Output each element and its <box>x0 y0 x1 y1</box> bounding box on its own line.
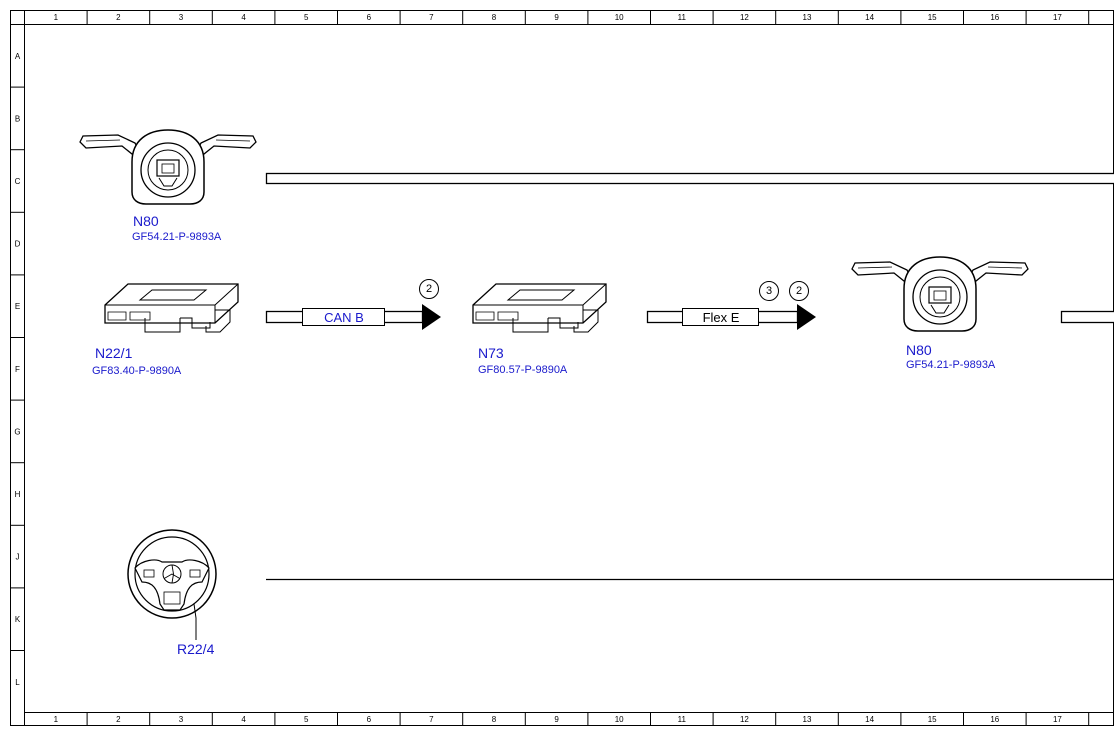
grid-column-label: 10 <box>615 715 624 724</box>
grid-column-label: 3 <box>179 13 184 22</box>
can-b-arrow-head <box>422 304 441 330</box>
grid-ticks <box>10 10 1090 726</box>
grid-column-label: 9 <box>554 13 559 22</box>
grid-row-label: K <box>15 615 21 624</box>
grid-column-label: 14 <box>865 13 874 22</box>
grid-column-label: 17 <box>1053 13 1062 22</box>
can-b-marker: 2 <box>419 279 439 299</box>
grid-row-label: L <box>15 678 20 687</box>
grid-column-label: 1 <box>54 715 59 724</box>
grid-column-label: 6 <box>367 13 372 22</box>
n80-mid-ref: GF54.21-P-9893A <box>906 359 996 371</box>
r22-4-name: R22/4 <box>177 641 215 657</box>
flex-e-marker-2: 2 <box>789 281 809 301</box>
can-b-label: CAN B <box>324 310 364 325</box>
grid-column-label: 7 <box>429 13 434 22</box>
grid-column-label: 5 <box>304 13 309 22</box>
grid-row-label: C <box>15 177 21 186</box>
bus-line-row-c <box>265 172 1114 185</box>
grid-column-label: 2 <box>116 715 121 724</box>
flex-e-label: Flex E <box>702 310 740 325</box>
grid-column-label: 11 <box>678 715 687 724</box>
grid-labels: 1122334455667788991010111112121313141415… <box>14 13 1062 724</box>
grid-column-label: 17 <box>1053 715 1062 724</box>
grid-column-label: 12 <box>740 13 749 22</box>
control-unit-icon <box>472 283 607 333</box>
grid-column-label: 13 <box>803 715 812 724</box>
grid-row-label: B <box>15 114 20 123</box>
grid-column-label: 8 <box>492 13 497 22</box>
control-unit-icon <box>104 283 239 333</box>
steering-column-module-icon <box>79 129 257 205</box>
grid-column-label: 7 <box>429 715 434 724</box>
grid-row-label: E <box>15 302 20 311</box>
flex-e-arrow-head <box>797 304 816 330</box>
grid-column-label: 2 <box>116 13 121 22</box>
n73-name: N73 <box>478 345 504 361</box>
grid-row-label: J <box>16 553 20 562</box>
grid-row-label: A <box>15 52 21 61</box>
grid-column-label: 3 <box>179 715 184 724</box>
n73-ref: GF80.57-P-9890A <box>478 364 568 376</box>
can-b-label-box <box>302 308 385 326</box>
n80-top-ref: GF54.21-P-9893A <box>132 231 222 243</box>
grid-column-label: 14 <box>865 715 874 724</box>
grid-column-label: 8 <box>492 715 497 724</box>
n80-mid-name: N80 <box>906 342 932 358</box>
grid-column-label: 16 <box>990 13 999 22</box>
grid-column-label: 15 <box>928 715 937 724</box>
grid-row-label: D <box>15 240 21 249</box>
n22-1-name: N22/1 <box>95 345 133 361</box>
grid-column-label: 16 <box>990 715 999 724</box>
grid-column-label: 1 <box>54 13 59 22</box>
grid-column-label: 12 <box>740 715 749 724</box>
grid-row-label: F <box>15 365 20 374</box>
grid-column-label: 4 <box>241 715 246 724</box>
grid-column-label: 11 <box>678 13 687 22</box>
flex-e-label-box <box>682 308 759 326</box>
grid-row-label: H <box>15 490 21 499</box>
n80-top-name: N80 <box>133 213 159 229</box>
grid-column-label: 5 <box>304 715 309 724</box>
grid-column-label: 13 <box>803 13 812 22</box>
grid-row-label: G <box>14 427 20 436</box>
grid-column-label: 9 <box>554 715 559 724</box>
grid-column-label: 15 <box>928 13 937 22</box>
bus-line-continuation <box>1060 310 1114 324</box>
grid-column-label: 4 <box>241 13 246 22</box>
steering-column-module-icon <box>851 256 1029 332</box>
n22-1-ref: GF83.40-P-9890A <box>92 365 182 377</box>
grid-column-label: 6 <box>367 715 372 724</box>
flex-e-marker-1: 3 <box>759 281 779 301</box>
steering-wheel-icon <box>127 529 217 640</box>
grid-column-label: 10 <box>615 13 624 22</box>
